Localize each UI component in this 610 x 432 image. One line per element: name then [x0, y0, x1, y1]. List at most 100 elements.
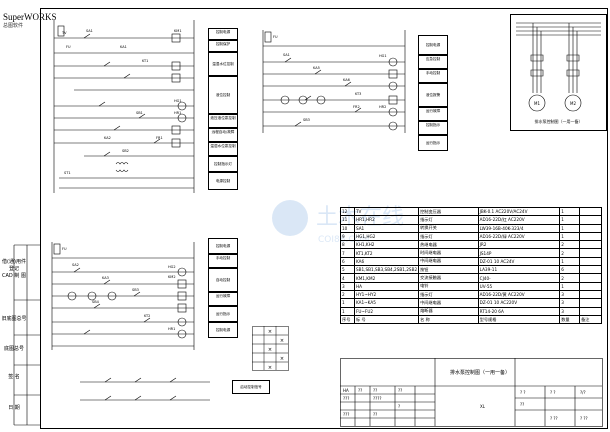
parts-cell: 3	[559, 298, 581, 308]
parts-cell: HA	[353, 281, 420, 291]
parts-cell: DZ-01 10 AC24V	[477, 256, 561, 267]
parts-cell: HY1~HY2	[353, 289, 420, 300]
col-header-name: 名 称	[418, 314, 479, 325]
tb-scale-4: ? ??	[550, 416, 558, 421]
c3-label-0: 控制电源	[208, 238, 238, 254]
c3-code-fu: FU	[62, 247, 67, 251]
parts-cell	[579, 265, 602, 275]
tb-mark-8: ??	[373, 412, 377, 417]
mini-mark-4: ×	[268, 365, 272, 371]
drawing-code: XL	[480, 404, 486, 409]
tb-mark-3: ??	[398, 388, 402, 393]
brand-subtitle: 总图软件	[3, 24, 24, 29]
c3-label-7: 运行指示	[208, 306, 238, 322]
code-sb1: SB1	[136, 111, 143, 115]
parts-cell: UV-55	[477, 281, 561, 291]
code-st1: ST1	[64, 171, 71, 175]
c2-label-2: 手动控制	[418, 69, 448, 83]
c2-code-kt3: KT3	[355, 92, 361, 96]
parts-cell	[579, 289, 602, 300]
mini-mark-3: ×	[280, 356, 284, 362]
code-fr1: FR1	[156, 136, 163, 140]
parts-cell: 3	[340, 281, 355, 291]
parts-cell: TV	[353, 206, 420, 217]
tb-scale-1: ? ?	[550, 390, 556, 395]
parts-cell: 指示灯	[418, 215, 479, 225]
c2-label-6: 控制指示	[418, 121, 448, 135]
col-header-qty: 数量	[559, 314, 581, 325]
parts-cell: 指示灯	[418, 231, 479, 242]
c3-code-km2: KM2	[168, 275, 176, 279]
mini-mark-0: ×	[268, 329, 272, 335]
parts-cell: 热继电器	[418, 240, 479, 250]
contact-table: × × × × ×	[252, 326, 289, 371]
parts-cell: 5	[340, 265, 355, 275]
motor-m2: M2	[570, 101, 576, 106]
parts-cell: 2	[340, 289, 355, 300]
parts-cell: FU~FU2	[353, 306, 420, 316]
parts-cell: RT14-20 6A	[477, 306, 561, 316]
tb-mark-5: ????	[373, 396, 382, 401]
circuit-ladder-1: TV FU SA1 KA1 KT1 HG1 HR1 SB1 KM1 FR1 KA…	[53, 20, 195, 193]
circuit-ladder-4	[80, 377, 210, 401]
parts-cell: 1	[559, 281, 581, 291]
parts-cell: 1	[559, 231, 581, 242]
c2-code-fr2: FR2	[353, 105, 360, 109]
c1-label-4: 液位控制	[208, 76, 238, 114]
c3-code-sa2: SA2	[72, 263, 79, 267]
c2-label-3: 液位报警	[418, 83, 448, 107]
drawing-title: 排水泵控制图（一用一备）	[450, 369, 510, 376]
parts-cell: 10	[340, 223, 355, 233]
tb-scale-3: ??	[520, 402, 524, 407]
parts-cell	[579, 306, 602, 316]
code-kt1: KT1	[142, 59, 148, 63]
parts-cell: LA39-11	[477, 265, 561, 275]
c2-label-0: 控制电源	[418, 35, 448, 55]
c1-label-7: 远程自动/故障	[208, 128, 238, 142]
col-header-no: 序号	[340, 314, 355, 325]
code-ka2: KA2	[104, 136, 111, 140]
parts-cell: AD16-22D/黄 AC220V	[477, 289, 561, 300]
parts-cell: 4	[340, 273, 355, 283]
parts-cell: 8	[340, 240, 355, 250]
c3-code-hg2: HG2	[168, 265, 176, 269]
c2-code-hg1: HG1	[379, 54, 387, 58]
c3-code-kt2: KT2	[144, 314, 150, 318]
c3-label-6: 运行故障	[208, 292, 238, 306]
c1-label-11: 电源控制	[208, 172, 238, 190]
c3-label-2: 手动控制	[208, 254, 238, 268]
c1-label-10: 控制指示灯	[208, 156, 238, 172]
parts-cell: 中间继电器	[418, 298, 479, 308]
parts-cell	[579, 248, 602, 258]
c1-label-8: 温湿水位泵控制	[208, 142, 238, 156]
circuit-ladder-3: FU SA2 KA3 SB3 SB4 KM2 KT2 HG2 HR1	[51, 242, 195, 350]
parts-cell: 时间继电器	[418, 248, 479, 258]
strip-label-base: 底图总号	[3, 346, 24, 352]
parts-cell: 交流接触器	[418, 273, 479, 283]
motor-diagram-caption: 排水泵控制图（一用一备）	[534, 119, 583, 124]
tb-mark-0: HA	[343, 388, 349, 393]
parts-cell	[579, 215, 602, 225]
c2-code-sb3: SB3	[303, 118, 310, 122]
parts-cell: 熔断器	[418, 306, 479, 316]
parts-cell: SA1	[353, 223, 420, 233]
tb-scale-2: ?/?	[580, 390, 586, 395]
parts-cell: 7	[340, 248, 355, 258]
parts-cell: KM1,KM2	[353, 273, 420, 283]
parts-cell: 3	[559, 306, 581, 316]
parts-cell: CJ40-	[477, 273, 561, 283]
parts-cell: AD16-22D/红 AC220V	[477, 215, 561, 225]
parts-cell: JS14P	[477, 248, 561, 258]
parts-cell	[579, 231, 602, 242]
c2-code-ka6: KA6	[343, 78, 350, 82]
parts-cell: KA1~KA5	[353, 298, 420, 308]
c3-code-sb3: SB3	[132, 288, 139, 292]
c1-label-6: 液压液位泵控制	[208, 114, 238, 128]
